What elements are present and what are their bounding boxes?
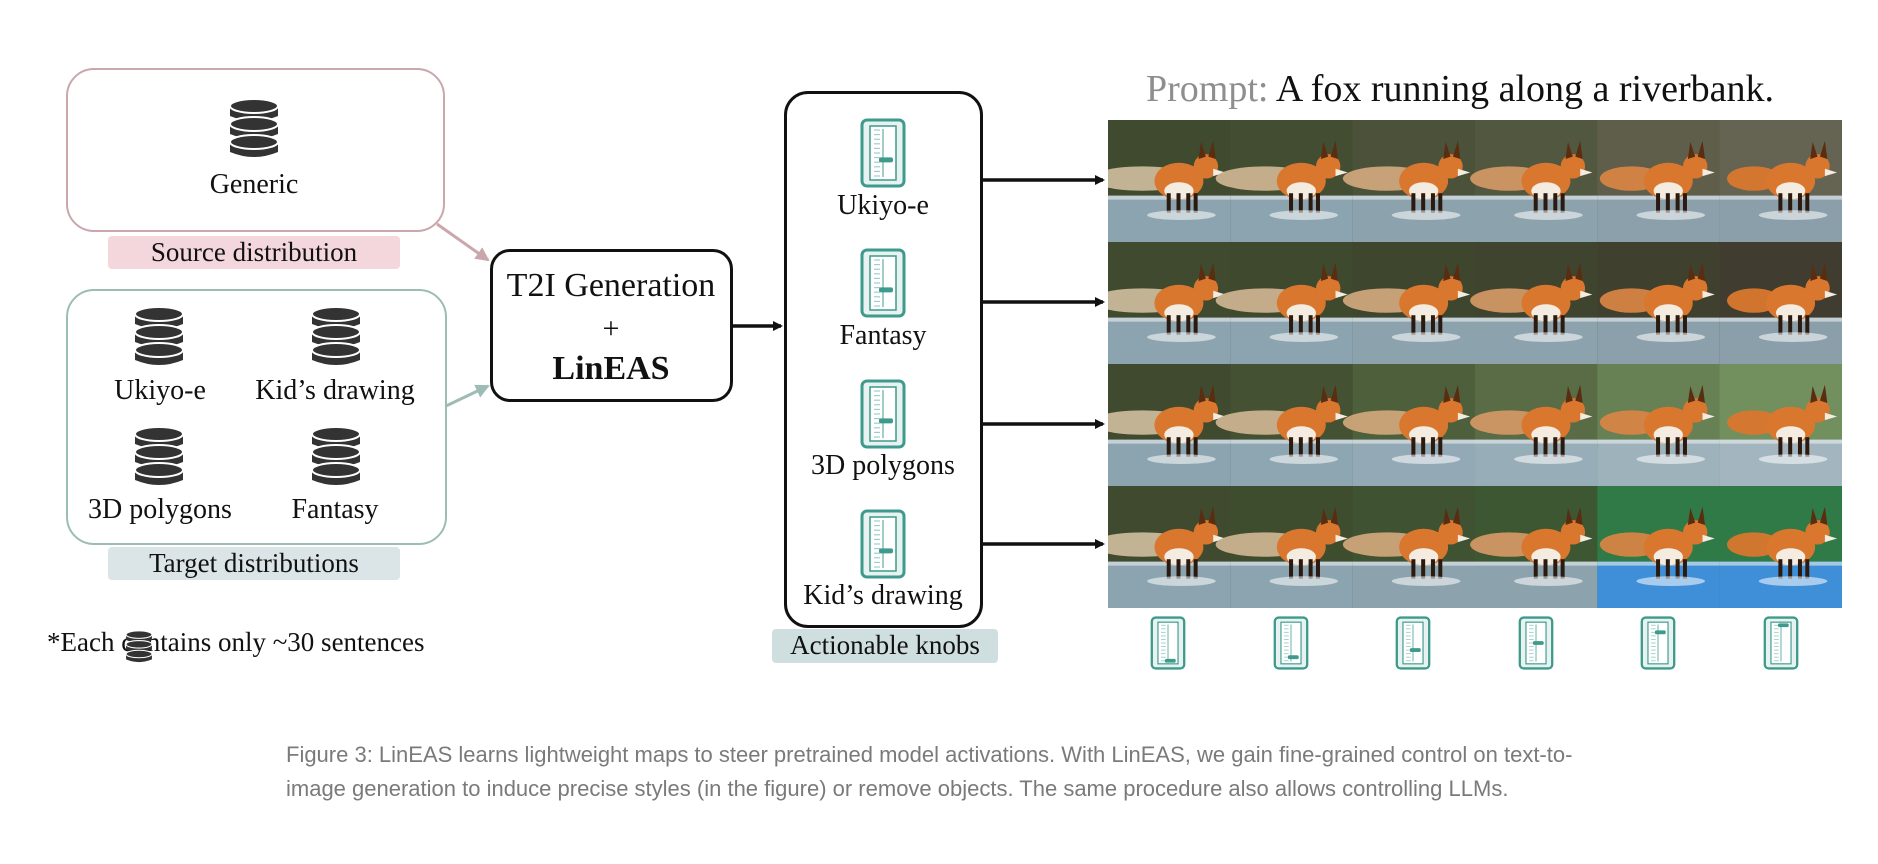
fox-image [1719, 242, 1842, 365]
footnote-prefix: *Each [47, 627, 115, 657]
knob-label: 3D polygons [811, 450, 955, 481]
slider-knob-icon[interactable] [1763, 616, 1799, 675]
slider-knob-icon[interactable] [860, 379, 906, 454]
fox-image [1597, 242, 1721, 365]
footnote-suffix: contains only ~30 sentences [121, 627, 425, 657]
slider-knob-icon[interactable] [1640, 616, 1676, 675]
fox-image-grid [1108, 120, 1842, 608]
slider-knob-icon[interactable] [860, 118, 906, 193]
database-icon [310, 306, 362, 373]
slider-knob-icon[interactable] [1518, 616, 1554, 675]
database-icon [125, 629, 153, 665]
knob-label: Kid’s drawing [803, 580, 963, 611]
fox-image [1597, 486, 1721, 608]
database-icon [310, 426, 362, 493]
fox-image [1108, 364, 1231, 487]
source-distribution-title: Source distribution [108, 236, 400, 269]
fox-image [1470, 242, 1598, 365]
database-icon [133, 306, 185, 373]
target-dataset-label: Kid’s drawing [255, 375, 415, 406]
target-distributions-title: Target distributions [108, 547, 400, 580]
actionable-knobs-title: Actionable knobs [772, 629, 998, 663]
fox-image [1470, 120, 1598, 243]
fox-image [1470, 364, 1598, 487]
figure-caption: Figure 3: LinEAS learns lightweight maps… [286, 742, 1573, 801]
model-method-name: LinEAS [552, 350, 670, 387]
fox-image [1719, 364, 1842, 487]
knob-label: Fantasy [839, 320, 927, 351]
model-title: T2I Generation [506, 267, 716, 304]
target-dataset-label: Fantasy [291, 494, 379, 525]
fox-image [1215, 486, 1354, 608]
prompt-prefix: Prompt: [1146, 68, 1269, 110]
target-dataset-label: 3D polygons [88, 494, 232, 525]
slider-knob-icon[interactable] [860, 248, 906, 323]
slider-knob-icon[interactable] [860, 509, 906, 584]
model-plus: + [602, 312, 620, 345]
t2i-generation-box [490, 249, 733, 402]
fox-image [1215, 364, 1354, 487]
database-icon [133, 426, 185, 493]
prompt-text: Prompt: A fox running along a riverbank. [1146, 70, 1774, 108]
fox-image [1470, 486, 1598, 608]
footnote: *Each contains only ~30 sentences [47, 627, 425, 663]
fox-image [1342, 242, 1476, 365]
fox-image [1108, 486, 1231, 608]
fox-image [1597, 364, 1721, 487]
fox-image [1108, 242, 1231, 365]
target-dataset-label: Ukiyo-e [114, 375, 206, 406]
source-to-model-arrow [436, 222, 490, 262]
fox-image [1215, 120, 1354, 243]
fox-image [1215, 242, 1354, 365]
fox-image [1342, 486, 1476, 608]
slider-knob-icon[interactable] [1395, 616, 1431, 675]
knob-label: Ukiyo-e [837, 190, 929, 221]
fox-image [1342, 120, 1476, 243]
slider-knob-icon[interactable] [1273, 616, 1309, 675]
fox-image [1342, 364, 1476, 487]
fox-image [1719, 120, 1842, 243]
database-icon [228, 98, 280, 165]
fox-image [1719, 486, 1842, 608]
target-distributions-box [66, 289, 447, 545]
source-dataset-label: Generic [209, 169, 299, 200]
target-to-model-arrow [445, 384, 490, 408]
prompt-content: A fox running along a riverbank. [1275, 68, 1774, 110]
fox-image [1597, 120, 1721, 243]
slider-knob-icon[interactable] [1150, 616, 1186, 675]
fox-image [1108, 120, 1231, 243]
